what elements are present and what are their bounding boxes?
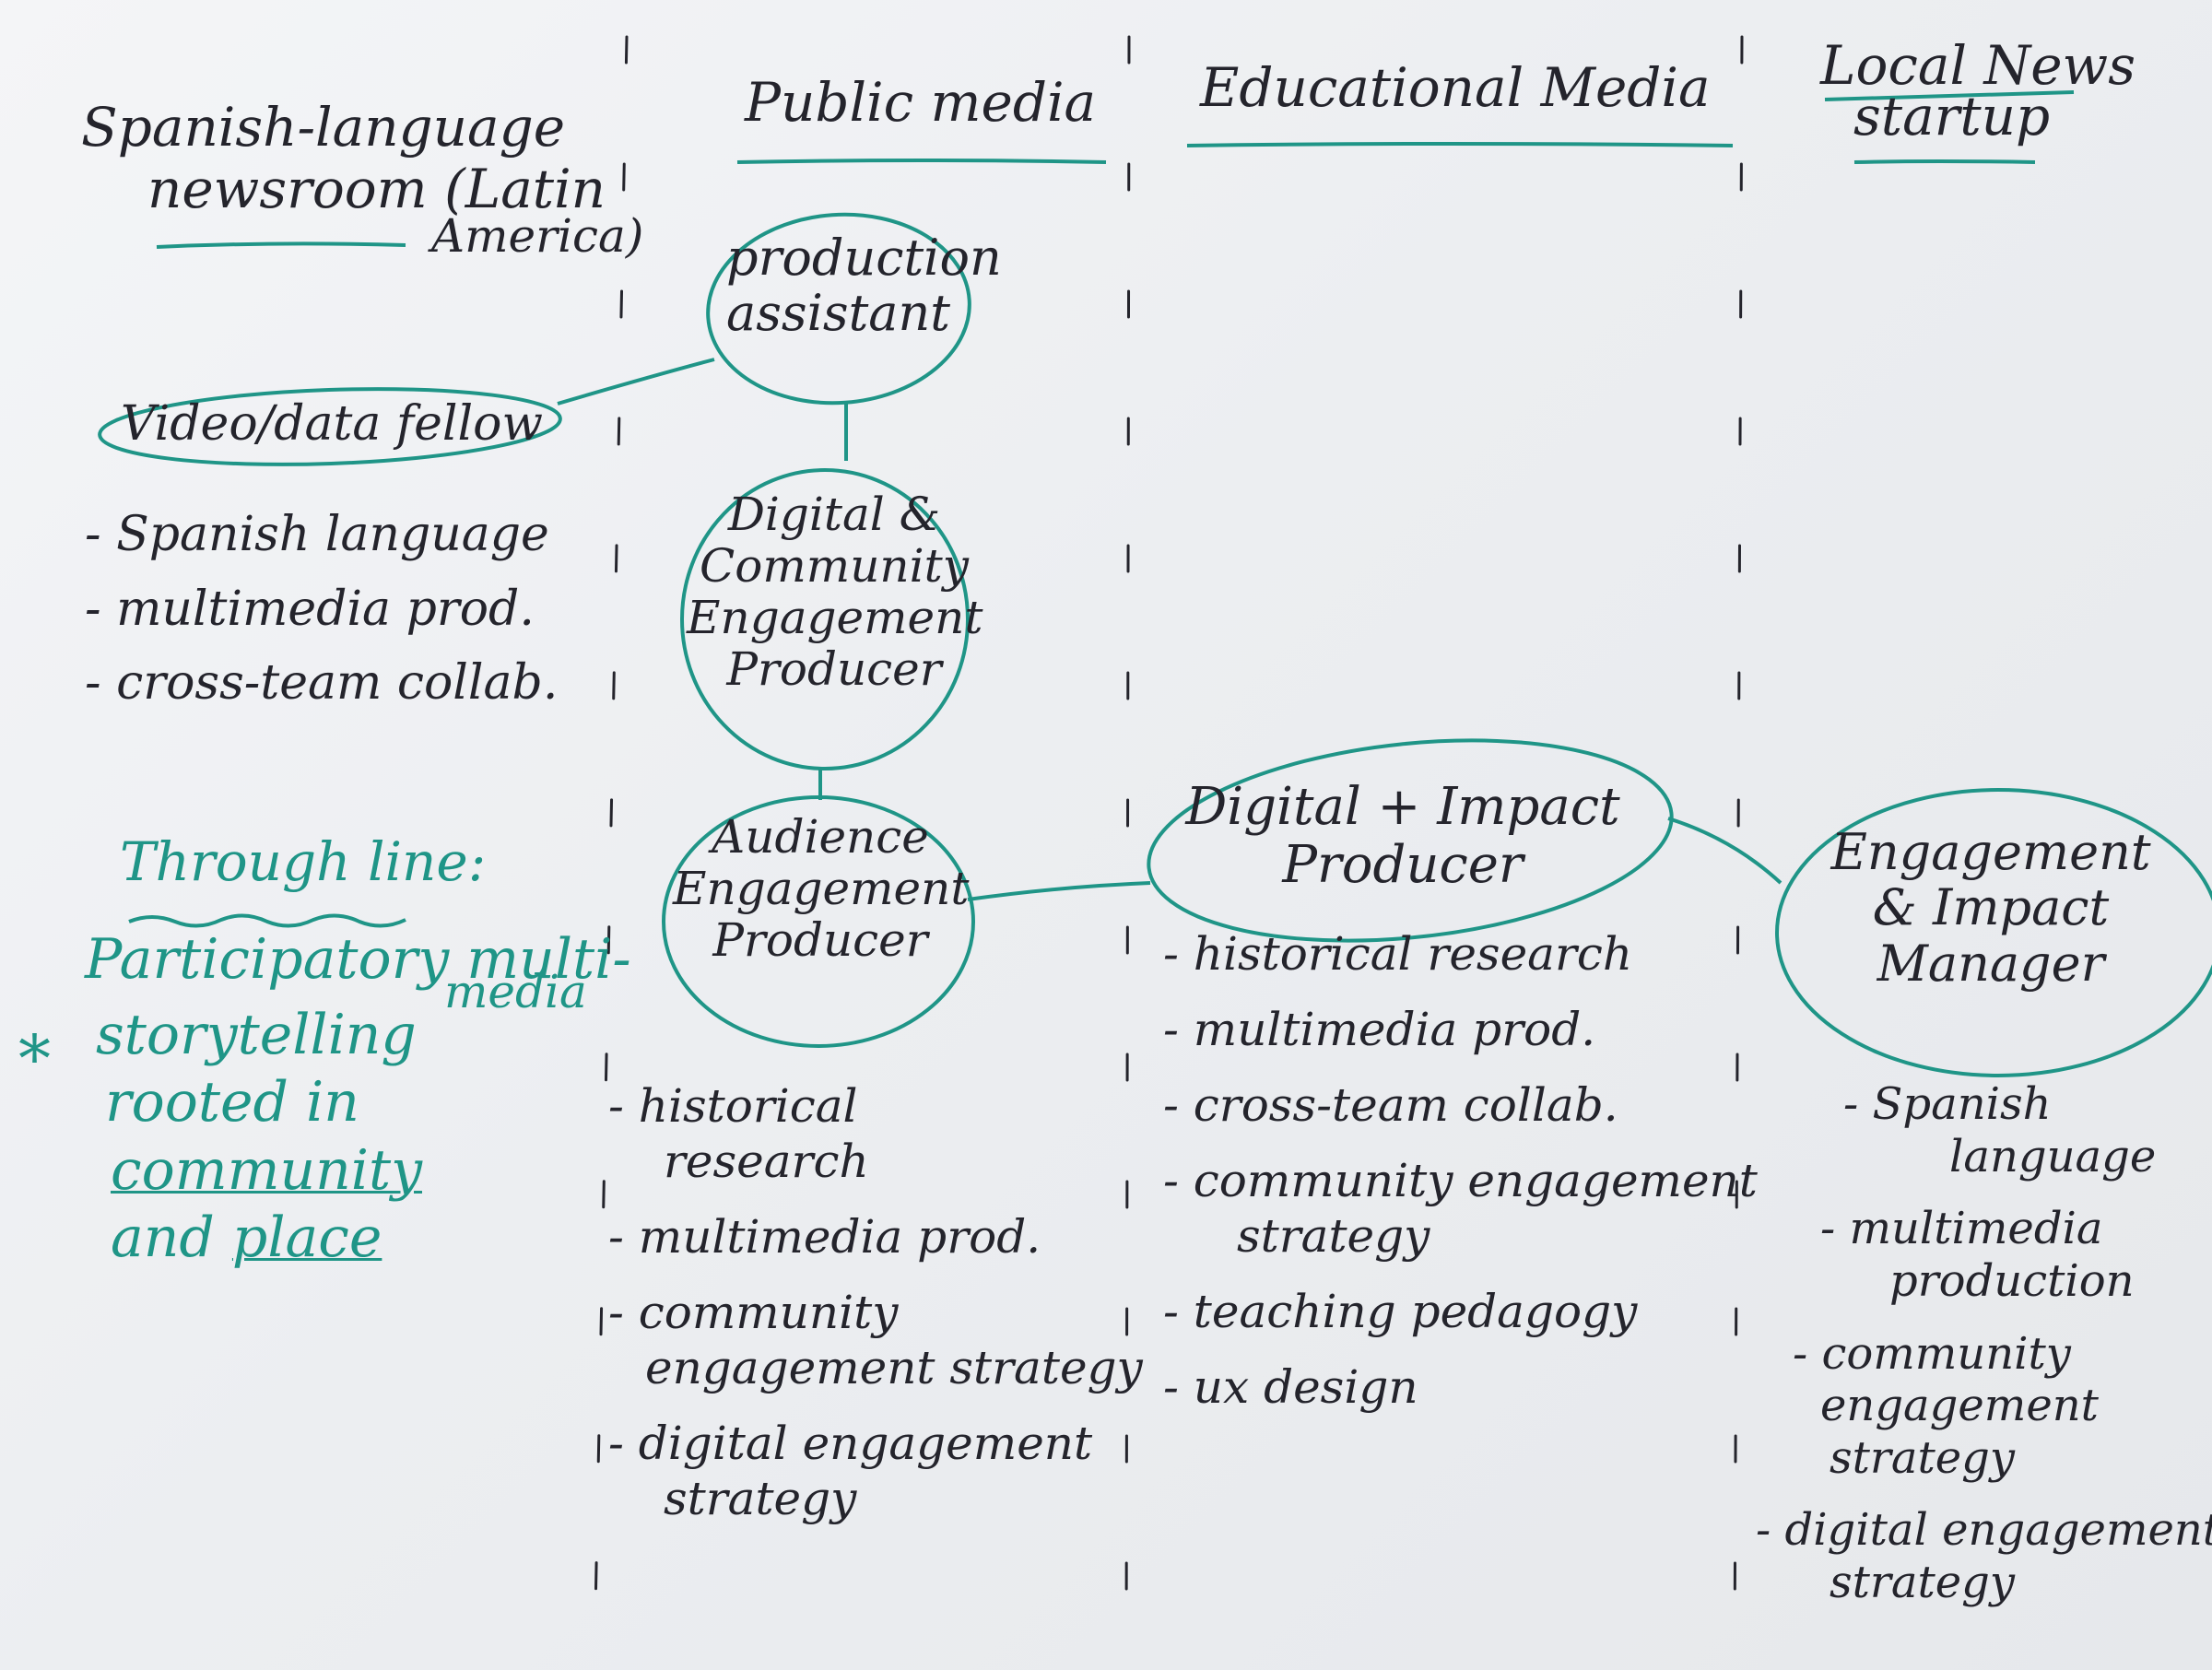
oval-digital-impact [1147,738,1674,943]
skill-item: - multimedia prod. [85,581,535,637]
role-line: & Impact [1872,878,2110,937]
role-video-data-fellow: Video/data fellow [121,396,543,452]
role-line: Manager [1877,934,2105,993]
divider-1 [593,35,629,1661]
skill-item: strategy [1830,1431,2016,1484]
role-line: Producer [726,642,942,696]
underline-local-2 [1853,159,2036,164]
asterisk-mark: * [18,1021,51,1097]
skill-item: - multimedia prod. [1163,1003,1596,1056]
skill-item: - community engagement [1163,1154,1758,1207]
skill-item: - digital engagement [608,1417,1093,1470]
through-line-word: and [111,1205,215,1270]
role-line: production [726,229,1002,287]
role-line: Digital + Impact [1185,777,1620,837]
role-line: Audience [712,810,929,864]
skill-item: strategy [1237,1209,1430,1263]
through-line-text: Participatory multi- media storytelling … [85,926,631,1272]
oval-engagement-impact [1775,788,2212,1077]
skill-item: language [1949,1130,2157,1182]
heading-educational-media: Educational Media [1200,56,1711,119]
role-production-assistant: production assistant [726,229,1002,343]
heading-line: newsroom (Latin [147,157,606,220]
role-audience-engagement: Audience Engagement Producer [673,810,970,967]
skill-item: - ux design [1163,1360,1418,1414]
through-line-line: storytelling [96,1003,417,1068]
skill-item: - historical research [1163,927,1633,981]
skill-item: - multimedia prod. [608,1210,1041,1264]
oval-digital-community [680,468,970,770]
through-line-squiggle [128,913,406,928]
through-line-heading: Through line: [120,830,487,893]
heading-spanish-newsroom: Spanish-language newsroom (Latin America… [81,97,643,264]
skill-item: - cross-team collab. [1163,1078,1618,1132]
skill-item: - teaching pedagogy [1163,1285,1638,1338]
skill-item: - community [608,1286,899,1339]
role-line: Producer [1282,834,1524,895]
oval-video-data-fellow [98,387,562,466]
skills-public-media: - historical research - multimedia prod.… [608,1078,1143,1526]
through-line-line: rooted in [105,1070,359,1135]
role-line: Engagement [1830,823,2151,881]
role-engagement-impact: Engagement & Impact Manager [1797,823,2184,993]
heading-line: America) [431,209,644,264]
skills-spanish-newsroom: - Spanish language - multimedia prod. - … [85,498,558,721]
through-line-line: Participatory multi- [85,927,631,992]
oval-production-assistant [706,212,971,406]
skill-item: - Spanish language [85,507,549,562]
heading-public-media: Public media [745,71,1097,134]
skill-item: strategy [1830,1557,2016,1608]
through-line-line-group: and place [111,1205,631,1272]
skill-item: production [1889,1254,2135,1307]
through-line-word: place [231,1205,382,1270]
through-line-line: community [111,1137,422,1203]
skill-item: - cross-team collab. [85,655,559,712]
divider-2 [1124,35,1131,1661]
connector-audience-impact [967,881,1151,901]
heading-local-news: Local News startup [1820,35,2136,147]
underline-local-1 [1824,90,2075,101]
oval-audience-engagement [662,795,975,1048]
connector-fellow-assistant [557,358,715,406]
skills-local-news: - Spanish language - multimedia producti… [1756,1078,2212,1609]
skill-item: engagement strategy [645,1341,1143,1394]
role-digital-impact: Digital + Impact Producer [1163,777,1642,895]
heading-line: startup [1853,84,2051,147]
skill-item: - Spanish [1843,1078,2052,1130]
role-digital-community: Digital & Community Engagement Producer [687,488,982,695]
underline-public [736,159,1107,164]
skill-item: - historical [608,1079,858,1133]
role-line: Engagement [687,591,983,644]
heading-line: Spanish-language [81,96,566,159]
skill-item: - community [1793,1327,2071,1380]
role-line: assistant [726,284,950,343]
role-line: Producer [712,913,928,967]
heading-line: Local News [1820,34,2136,97]
skill-item: research [664,1135,869,1188]
connector-impact-manager [1667,817,1783,885]
underline-educational [1186,142,1734,147]
skill-item: - multimedia [1820,1203,2103,1255]
divider-3 [1733,35,1744,1661]
skill-item: - digital engagement [1756,1504,2212,1557]
role-line: Digital & [727,488,941,541]
skill-item: strategy [664,1472,857,1525]
underline-spanish [156,241,406,249]
role-line: Community [700,539,969,593]
skills-educational-media: - historical research - multimedia prod.… [1163,926,1758,1415]
skill-item: engagement [1820,1380,2099,1432]
role-line: Engagement [673,862,970,915]
through-line-line: media [444,965,587,1019]
